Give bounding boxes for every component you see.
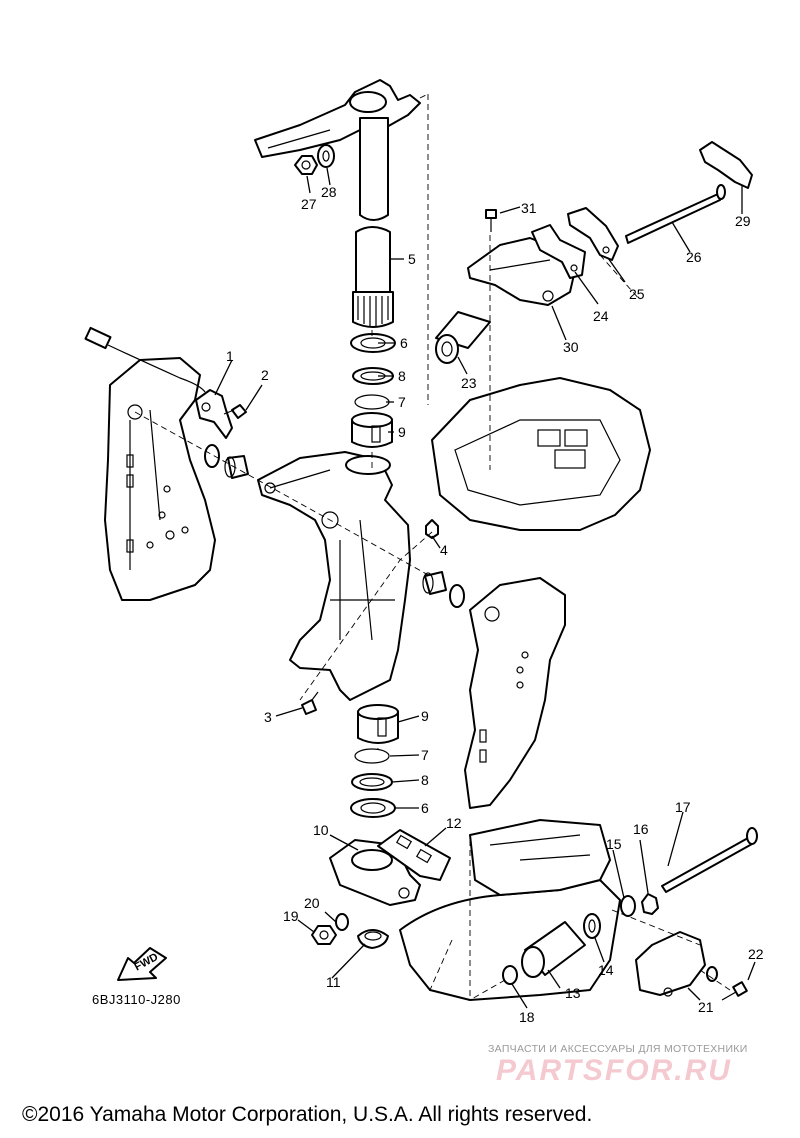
callout-16: 16 xyxy=(633,821,649,837)
plate-12 xyxy=(377,829,451,881)
washer-14 xyxy=(583,913,601,939)
upper-mount-housing xyxy=(431,377,651,531)
callout-7-lower: 7 xyxy=(421,747,429,763)
mount-rubber-13 xyxy=(521,921,586,978)
callout-31: 31 xyxy=(521,200,537,216)
trim-sensor-1 xyxy=(195,389,233,439)
washer-15 xyxy=(620,895,636,917)
callout-24: 24 xyxy=(593,308,609,324)
callout-25: 25 xyxy=(629,286,645,302)
leader-lines xyxy=(214,167,756,1009)
bracket-29 xyxy=(699,141,753,189)
callout-9-lower: 9 xyxy=(421,708,429,724)
circlip-11 xyxy=(357,929,389,949)
washer-near-21 xyxy=(706,966,718,982)
callout-17: 17 xyxy=(675,799,691,815)
callout-19: 19 xyxy=(283,908,299,924)
plate-25 xyxy=(567,207,619,261)
screw-2 xyxy=(223,404,247,419)
washer-left xyxy=(204,444,220,468)
watermark-logo: PARTSFOR.RU xyxy=(496,1054,732,1087)
callout-13: 13 xyxy=(565,985,581,1001)
bushing-right xyxy=(422,571,447,595)
callout-20: 20 xyxy=(304,895,320,911)
callout-2: 2 xyxy=(261,367,269,383)
callout-23: 23 xyxy=(461,375,477,391)
callout-9-upper: 9 xyxy=(398,424,406,440)
washer-8-lower xyxy=(351,773,393,791)
oring-7-lower xyxy=(354,748,390,764)
callout-15: 15 xyxy=(606,836,622,852)
nut-27 xyxy=(294,155,318,175)
callout-3: 3 xyxy=(264,709,272,725)
bolt-22 xyxy=(721,981,748,1001)
washer-18 xyxy=(502,965,518,985)
bolt-31 xyxy=(485,209,497,232)
callout-22: 22 xyxy=(748,946,764,962)
steering-arm xyxy=(254,79,421,158)
assembly-lines xyxy=(134,93,731,1001)
steering-shaft xyxy=(352,117,394,328)
callout-12: 12 xyxy=(446,815,462,831)
callout-5: 5 xyxy=(408,251,416,267)
screw-3 xyxy=(301,691,319,715)
mount-cover-21 xyxy=(635,931,706,997)
seal-6-lower xyxy=(350,798,396,818)
mount-rubber-23 xyxy=(435,311,491,364)
bushing-9-lower xyxy=(357,704,399,744)
drawing-code: 6BJ3110-J280 xyxy=(92,992,181,1007)
callout-10: 10 xyxy=(313,822,329,838)
callout-27: 27 xyxy=(301,196,317,212)
callout-21: 21 xyxy=(698,999,714,1015)
grease-nipple-4 xyxy=(425,519,439,539)
washer-right xyxy=(449,584,465,608)
watermark-subtitle: ЗАПЧАСТИ И АКСЕССУАРЫ ДЛЯ МОТОТЕХНИКИ xyxy=(488,1043,748,1055)
copyright-notice: ©2016 Yamaha Motor Corporation, U.S.A. A… xyxy=(22,1103,593,1126)
callout-6-upper: 6 xyxy=(400,335,408,351)
callout-28: 28 xyxy=(321,184,337,200)
bushing-9-upper xyxy=(351,412,393,448)
callout-1: 1 xyxy=(226,348,234,364)
callout-8-lower: 8 xyxy=(421,772,429,788)
bushing-left xyxy=(224,455,249,479)
callout-18: 18 xyxy=(519,1009,535,1025)
washer-28 xyxy=(317,144,335,168)
callout-4: 4 xyxy=(440,542,448,558)
through-bolt-26 xyxy=(625,184,726,244)
fwd-arrow: FWD xyxy=(117,947,167,981)
callout-7-upper: 7 xyxy=(398,394,406,410)
callout-11: 11 xyxy=(326,974,341,990)
callout-6-lower: 6 xyxy=(421,800,429,816)
lower-mount-housing xyxy=(399,819,621,1001)
callout-8-upper: 8 xyxy=(398,368,406,384)
oring-7-upper xyxy=(354,394,390,410)
callout-numbers: 1 2 3 4 5 6 7 8 9 10 11 12 13 14 15 16 1… xyxy=(226,184,764,1025)
nut-16 xyxy=(641,893,659,915)
plate-24 xyxy=(531,224,586,279)
washer-20 xyxy=(335,913,349,931)
callout-30: 30 xyxy=(563,339,579,355)
sensor-wire-connector xyxy=(84,326,206,393)
callout-14: 14 xyxy=(598,962,614,978)
swivel-bracket xyxy=(257,451,411,701)
clamp-bracket-starboard xyxy=(464,577,566,809)
callout-29: 29 xyxy=(735,213,751,229)
washer-8-upper xyxy=(352,367,394,385)
callout-26: 26 xyxy=(686,249,702,265)
clamp-bracket-port xyxy=(104,357,216,601)
nut-19 xyxy=(311,925,337,945)
through-bolt-17 xyxy=(661,827,758,893)
